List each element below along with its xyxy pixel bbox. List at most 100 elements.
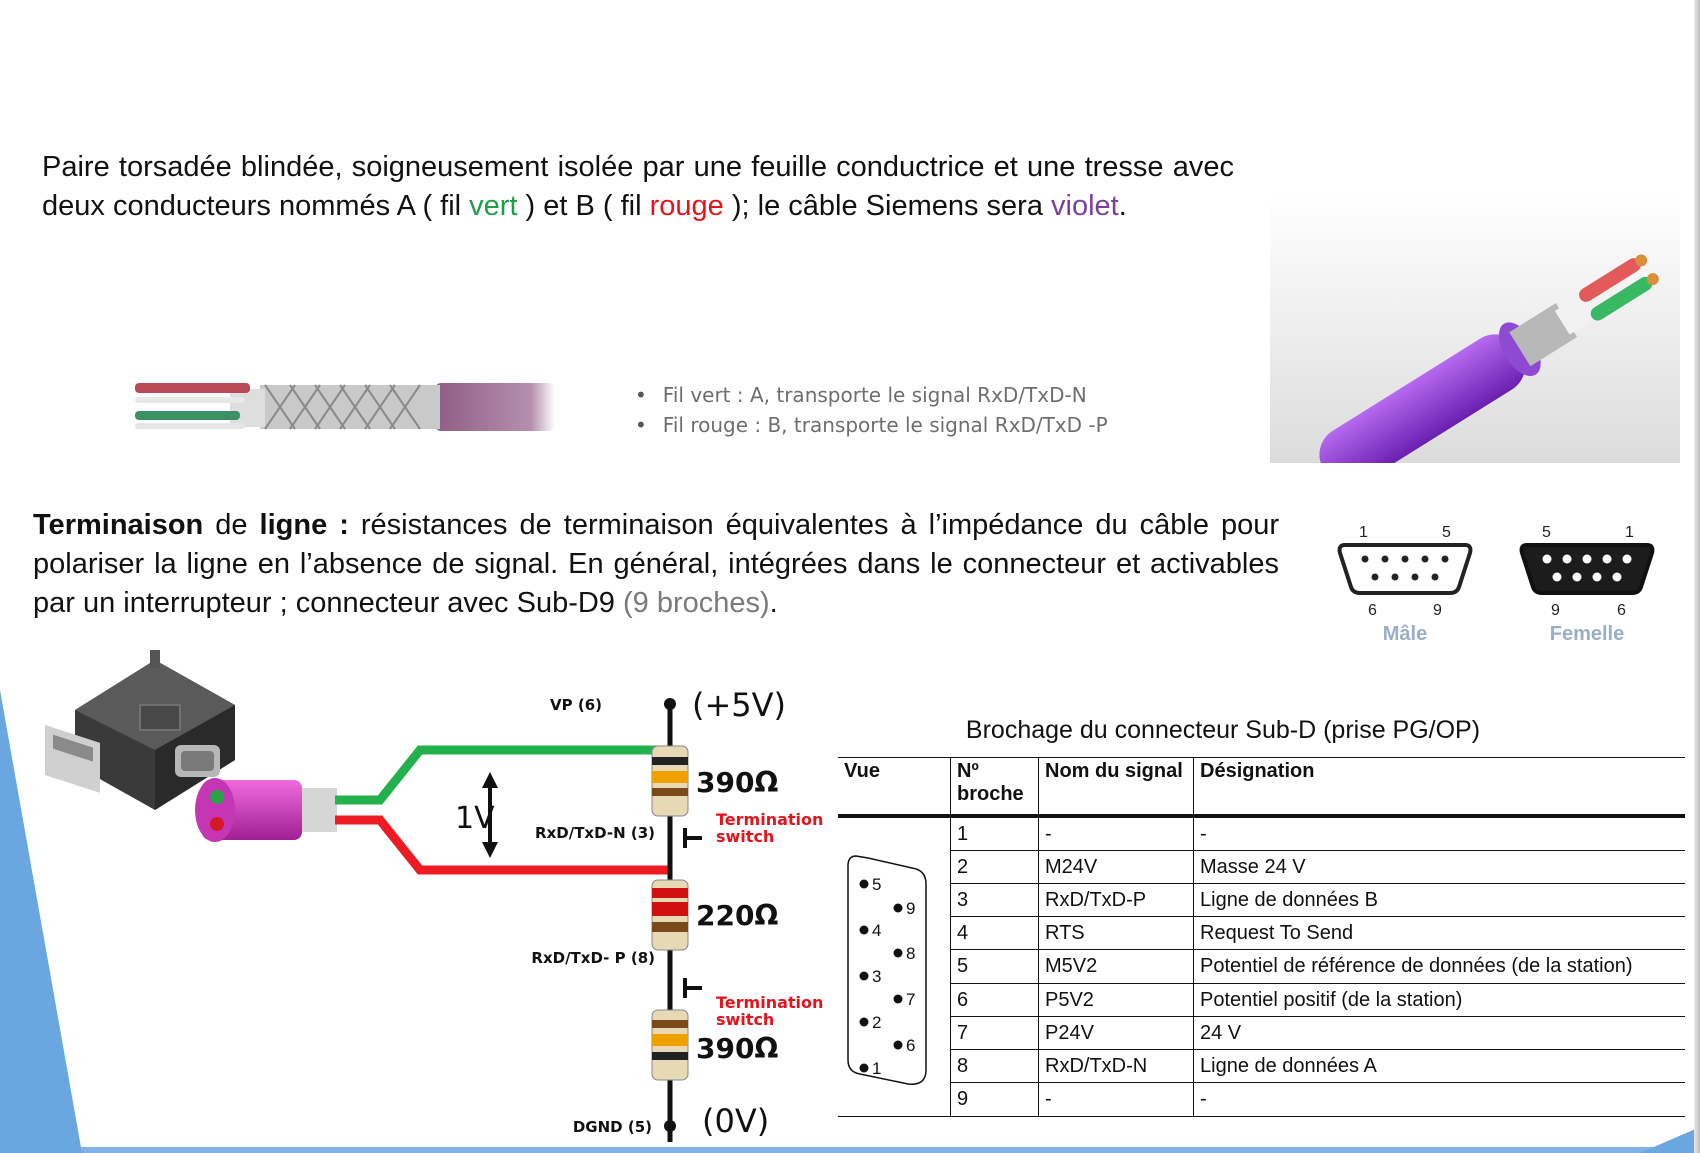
cell-signal: M24V <box>1038 849 1194 884</box>
vue-pin-6-label: 6 <box>906 1036 915 1055</box>
cell-signal: P5V2 <box>1038 982 1194 1017</box>
vue-pin-8-label: 8 <box>906 944 915 963</box>
dgnd-label: DGND (5) <box>573 1118 652 1136</box>
cell-designation: Potentiel positif (de la station) <box>1193 982 1685 1017</box>
table-row: 5 M5V2 Potentiel de référence de données… <box>838 949 1685 984</box>
male-pin-1-label: 1 <box>1359 524 1368 541</box>
resistor-mid-label: 220Ω <box>696 899 778 932</box>
header-pin-line-2: broche <box>957 783 1024 805</box>
decor-wedge-right <box>1640 1127 1700 1153</box>
switch-bottom-label-1: Termination <box>716 993 823 1012</box>
voltage-arrow-icon <box>482 772 498 858</box>
termination-text-1: de <box>203 509 260 541</box>
termination-text-3: . <box>769 587 778 619</box>
cell-signal: RTS <box>1038 916 1194 951</box>
cell-pin: 6 <box>950 982 1039 1017</box>
cell-pin: 9 <box>950 1082 1039 1117</box>
cell-pin: 7 <box>950 1015 1039 1051</box>
vue-pin-1-label: 1 <box>872 1059 881 1078</box>
switch-bottom-label-2: switch <box>716 1010 774 1029</box>
table-row: 5 9 4 8 3 7 2 6 1 1 - - <box>838 815 1685 1117</box>
intro-text-1: Paire torsadée blindée, soigneusement is… <box>42 151 1234 222</box>
termination-switch-bottom-icon <box>683 978 702 998</box>
cell-signal: M5V2 <box>1038 949 1194 984</box>
intro-text-4: . <box>1118 190 1127 222</box>
male-pin-6-label: 6 <box>1368 602 1377 619</box>
resistor-bottom <box>651 1009 689 1081</box>
table-row: 3 RxD/TxD-P Ligne de données B <box>838 882 1685 918</box>
intro-paragraph: Paire torsadée blindée, soigneusement is… <box>42 148 1234 226</box>
header-pin-line-1: Nº <box>957 760 979 782</box>
cell-designation: - <box>1193 815 1685 851</box>
cell-designation: 24 V <box>1193 1015 1685 1051</box>
female-pin-6-label: 6 <box>1617 602 1626 619</box>
cell-designation: Request To Send <box>1193 916 1685 951</box>
purple-cable-image <box>1270 195 1680 463</box>
switch-top-label-2: switch <box>716 827 774 846</box>
cell-designation: - <box>1193 1082 1685 1117</box>
table-row: 8 RxD/TxD-N Ligne de données A <box>838 1049 1685 1084</box>
intro-text-3: ); le câble Siemens sera <box>723 190 1052 222</box>
cell-designation: Ligne de données A <box>1193 1049 1685 1084</box>
cell-pin: 2 <box>950 849 1039 884</box>
resistor-top-label: 390Ω <box>696 766 778 799</box>
cell-designation: Masse 24 V <box>1193 849 1685 884</box>
header-signal: Nom du signal <box>1038 757 1194 816</box>
table-row: 6 P5V2 Potentiel positif (de la station) <box>838 982 1685 1017</box>
female-pin-1-label: 1 <box>1625 524 1634 541</box>
decor-wedge-left <box>0 690 82 1153</box>
male-connector: 1 5 6 9 Mâle <box>1337 524 1473 645</box>
cell-designation: Potentiel de référence de données (de la… <box>1193 949 1685 984</box>
wire-bullet-list: Fil vert : A, transporte le signal RxD/T… <box>635 380 1108 440</box>
rxd-p-label: RxD/TxD- P (8) <box>531 949 655 967</box>
bullet-red-wire: Fil rouge : B, transporte le signal RxD/… <box>635 410 1108 440</box>
table-row: 2 M24V Masse 24 V <box>838 849 1685 884</box>
termination-switch-top-icon <box>683 828 702 848</box>
cell-signal: - <box>1038 815 1194 851</box>
cell-pin: 8 <box>950 1049 1039 1084</box>
intro-red-word: rouge <box>649 190 724 222</box>
stripped-cable-image <box>135 383 555 431</box>
zero-v-label: (0V) <box>702 1102 769 1140</box>
termination-text-2: résistances de terminaison équivalentes … <box>33 509 1279 619</box>
cell-pin: 4 <box>950 916 1039 951</box>
sub-d-male-female-diagram: 1 5 6 9 Mâle 5 1 9 6 Femelle <box>1337 524 1655 645</box>
cell-pin: 5 <box>950 949 1039 984</box>
sub-d-front-view-diagram: 5 9 4 8 3 7 2 6 1 <box>847 854 927 1085</box>
cell-signal: - <box>1038 1082 1194 1117</box>
female-connector: 5 1 9 6 Femelle <box>1519 524 1655 645</box>
termination-circuit-diagram: VP (6) (+5V) 390Ω Termination switch RxD… <box>195 686 823 1142</box>
resistor-mid <box>651 879 689 951</box>
cell-pin: 3 <box>950 882 1039 918</box>
sub-d-front-view-cell: 5 9 4 8 3 7 2 6 1 <box>838 815 951 1117</box>
intro-violet-word: violet <box>1051 190 1119 222</box>
bullet-green-wire: Fil vert : A, transporte le signal RxD/T… <box>635 380 1108 410</box>
cell-signal: P24V <box>1038 1015 1194 1051</box>
vue-pin-7-label: 7 <box>906 990 915 1009</box>
vue-pin-4-label: 4 <box>872 921 881 940</box>
cell-designation: Ligne de données B <box>1193 882 1685 918</box>
profibus-connector-image <box>45 650 235 810</box>
table-row: 4 RTS Request To Send <box>838 916 1685 951</box>
male-label: Mâle <box>1383 623 1427 645</box>
switch-top-label-1: Termination <box>716 810 823 829</box>
vue-pin-5-label: 5 <box>872 875 881 894</box>
table-row: 9 - - <box>838 1082 1685 1117</box>
female-pin-5-label: 5 <box>1542 524 1551 541</box>
vue-pin-3-label: 3 <box>872 967 881 986</box>
female-label: Femelle <box>1550 623 1624 645</box>
intro-text-2: ) et B ( fil <box>517 190 650 222</box>
header-designation: Désignation <box>1193 757 1685 816</box>
one-volt-label: 1V <box>455 801 495 836</box>
vue-pin-2-label: 2 <box>872 1013 881 1032</box>
cell-pin: 1 <box>950 815 1039 851</box>
table-row: 7 P24V 24 V <box>838 1015 1685 1051</box>
vue-pin-9-label: 9 <box>906 899 915 918</box>
resistor-bottom-label: 390Ω <box>696 1032 778 1065</box>
resistor-top <box>651 745 689 817</box>
termination-bold-1: Terminaison <box>33 509 204 541</box>
female-pin-9-label: 9 <box>1551 602 1560 619</box>
